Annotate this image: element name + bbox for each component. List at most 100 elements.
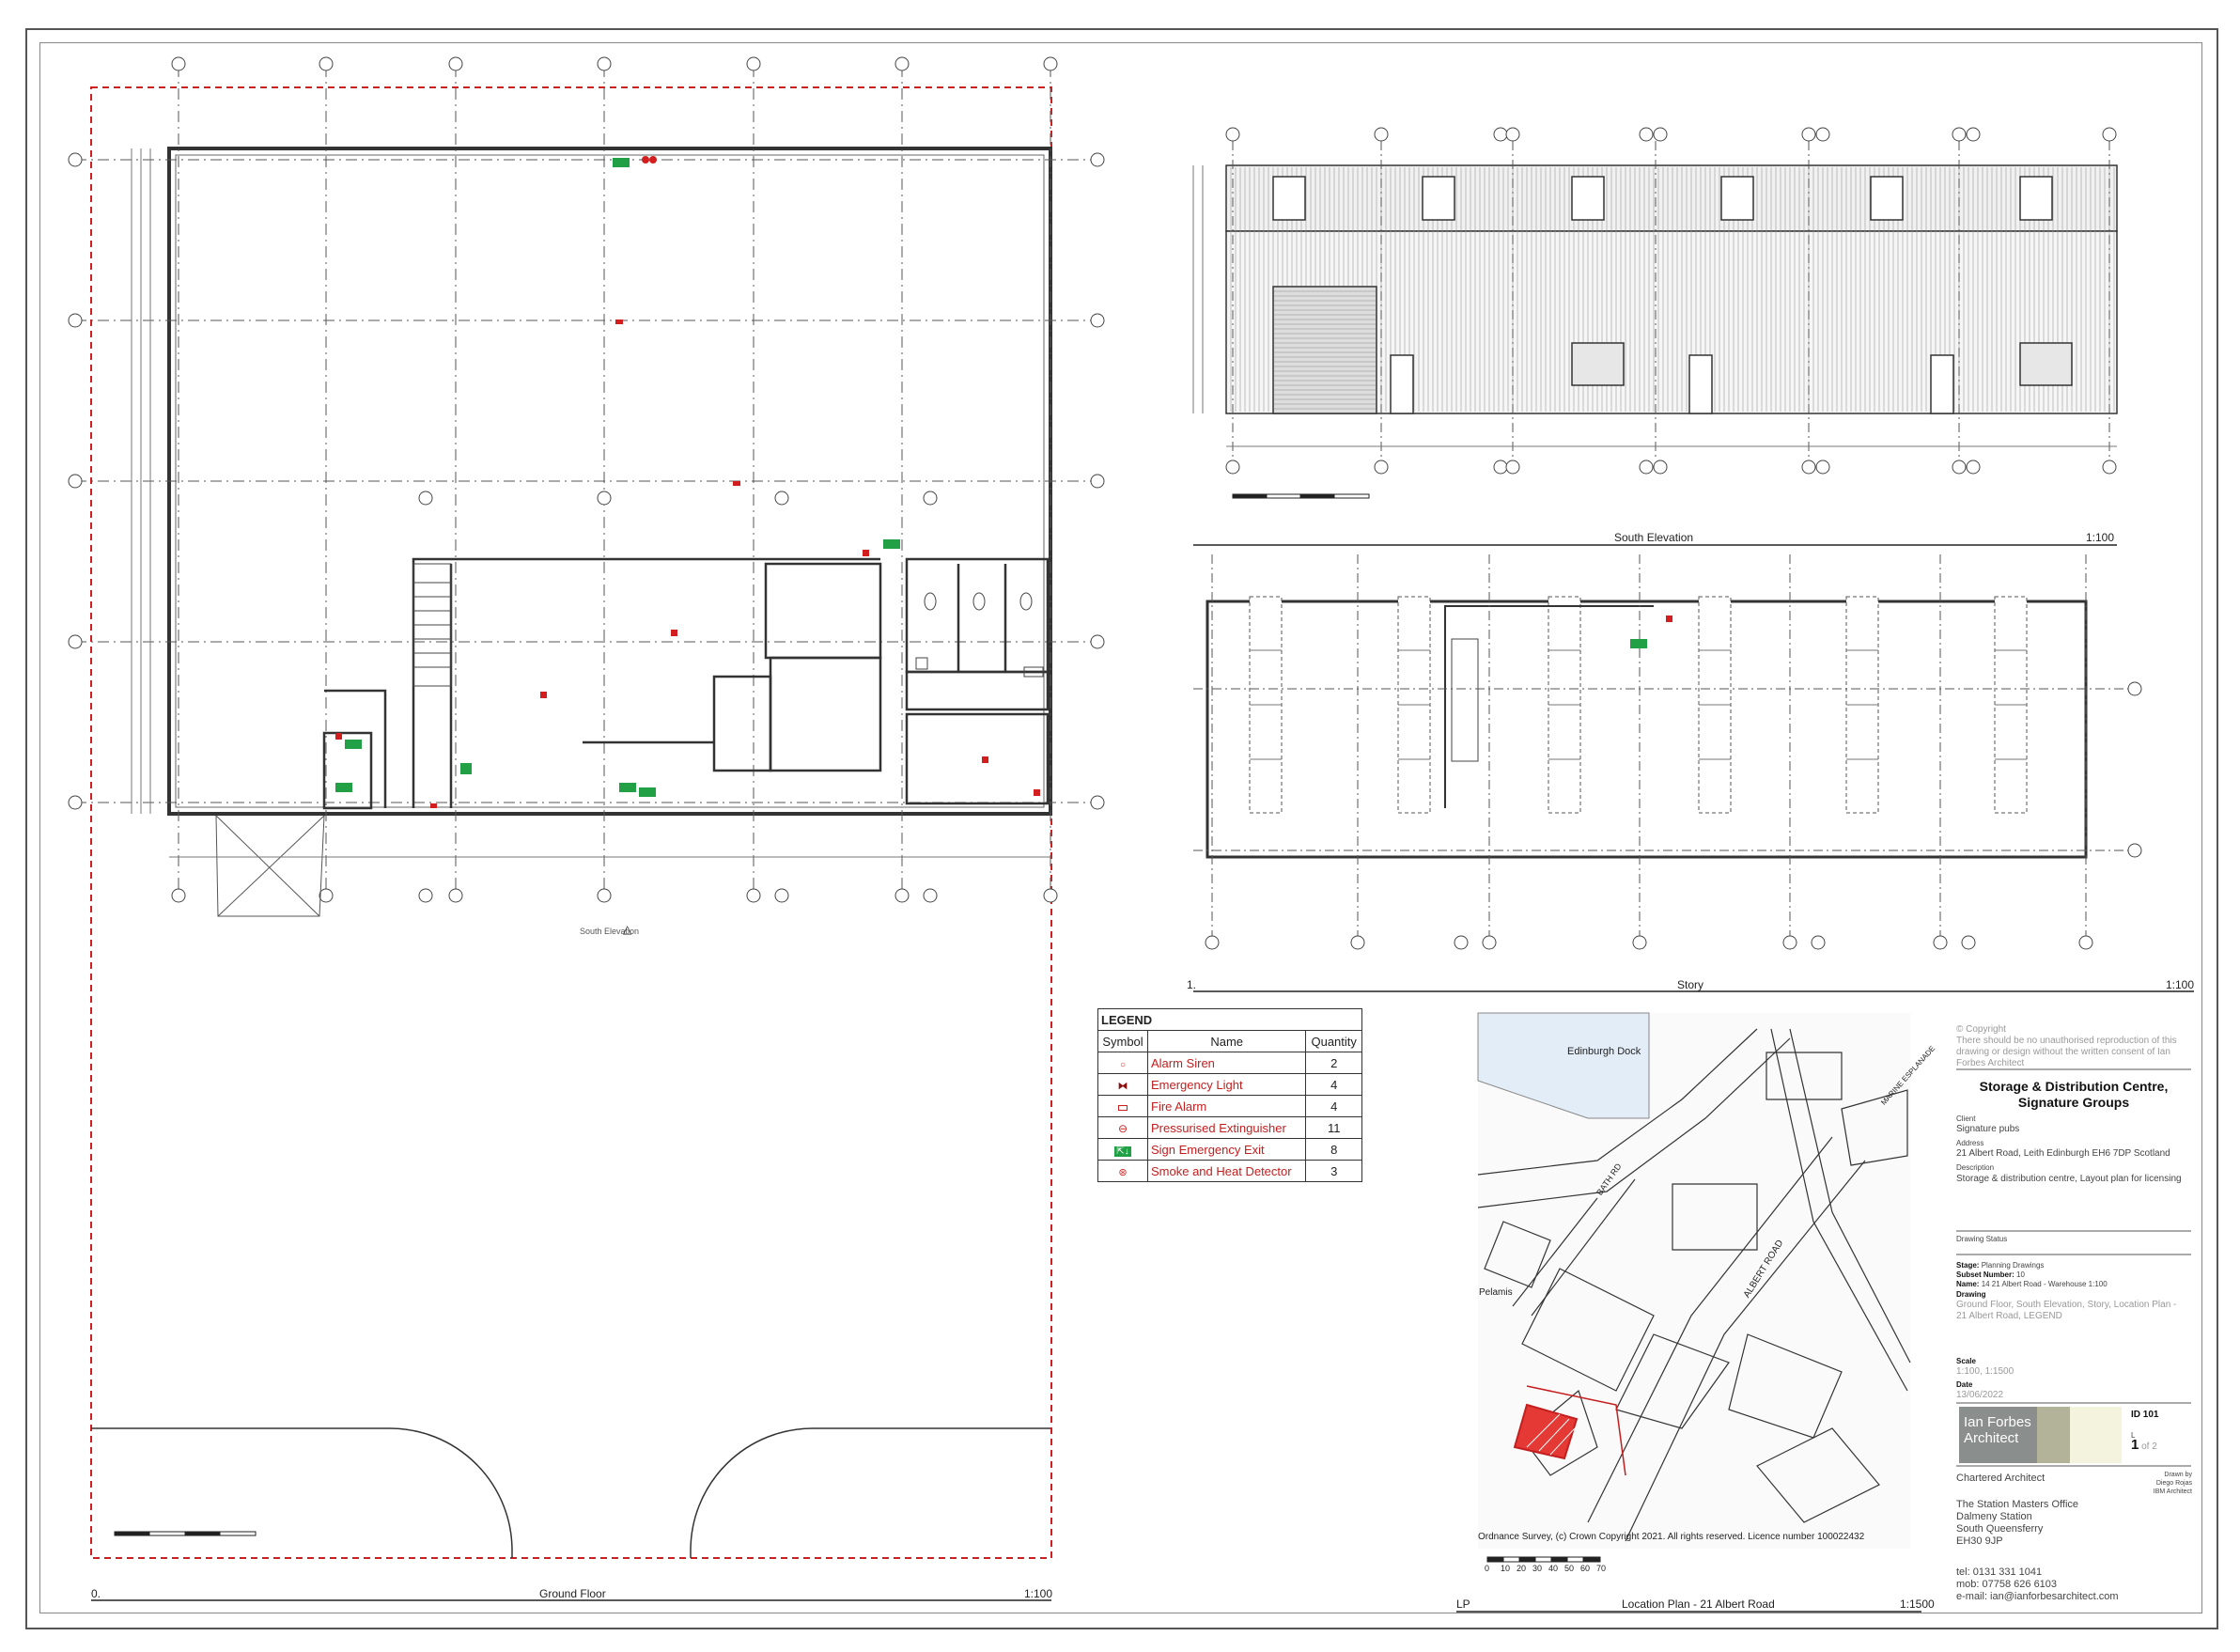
edinburgh-dock (1477, 1012, 1650, 1119)
smoke-detector-icon: ⊛ (1118, 1166, 1128, 1178)
fire-alarm-icon (1118, 1104, 1128, 1111)
south-elevation-drawing (1192, 127, 2118, 546)
map-scale-tick: 60 (1580, 1564, 1591, 1573)
map-scale-bar (1486, 1556, 1601, 1563)
car-park-curves (91, 1427, 1050, 1558)
map-scale-tick: 40 (1548, 1564, 1559, 1573)
loading-canopy (215, 815, 325, 917)
tb-status-label: Drawing Status (1956, 1235, 2008, 1243)
legend-row: ○ Alarm Siren 2 (1097, 1052, 1362, 1074)
ground-floor-number: 0. (91, 1587, 101, 1600)
tb-description-label: Description (1956, 1163, 1995, 1172)
south-elevation-title: South Elevation (1614, 531, 1694, 544)
legend-quantity: 8 (1305, 1138, 1362, 1161)
elevation-marker-icon: △ (623, 923, 632, 936)
map-label-dock: Edinburgh Dock (1567, 1046, 1641, 1057)
legend-title: LEGEND (1097, 1008, 1362, 1031)
toilet-fixtures (915, 592, 1044, 678)
emergency-light-icon: ⧓ (1117, 1080, 1128, 1092)
legend-header-quantity: Quantity (1305, 1030, 1362, 1052)
tb-name: Name: 14 21 Albert Road - Warehouse 1:10… (1956, 1280, 2108, 1288)
site-hatch (1513, 1403, 1579, 1460)
sheet-inner-border (39, 42, 2202, 1613)
tb-date-label: Date (1956, 1380, 1973, 1389)
legend-row: ⊛ Smoke and Heat Detector 3 (1097, 1160, 1362, 1182)
legend-quantity: 3 (1305, 1160, 1362, 1182)
elevation-doors (1390, 354, 1954, 414)
legend-name: Smoke and Heat Detector (1146, 1160, 1307, 1182)
tb-firm-address: The Station Masters Office Dalmeny Stati… (1956, 1499, 2079, 1547)
tb-sheet-id: ID 101 (2131, 1410, 2159, 1420)
tb-drawing: Ground Floor, South Elevation, Story, Lo… (1956, 1300, 2177, 1321)
legend-table: LEGEND Symbol Name Quantity ○ Alarm Sire… (1097, 1008, 1362, 1182)
map-label-pelamis: Pelamis (1479, 1287, 1513, 1298)
legend-header-symbol: Symbol (1097, 1030, 1148, 1052)
location-map (1477, 1012, 1911, 1563)
location-plan-title: Location Plan - 21 Albert Road (1622, 1597, 1775, 1611)
legend-name: Alarm Siren (1146, 1052, 1307, 1074)
elevation-scale-bar (1232, 493, 1370, 499)
structural-grid (75, 66, 1099, 897)
plan-exit-signs (335, 158, 900, 797)
alarm-siren-icon: ○ (1119, 1059, 1127, 1070)
tb-address: 21 Albert Road, Leith Edinburgh EH6 7DP … (1956, 1148, 2170, 1159)
logo-line-2: Architect (1964, 1430, 2019, 1446)
map-scale-tick: 20 (1517, 1564, 1527, 1573)
tb-drawn-by: Drawn by Diego Rojas IBM Architect (2153, 1472, 2192, 1495)
tb-subset: Subset Number: 10 (1956, 1270, 2025, 1279)
legend-row: ⇱↓ Sign Emergency Exit 8 (1097, 1138, 1362, 1161)
plan-safety-symbols (335, 156, 1040, 808)
ground-floor-scale: 1:100 (1024, 1587, 1053, 1600)
map-scale-tick: 30 (1532, 1564, 1543, 1573)
legend-header-name: Name (1146, 1030, 1307, 1052)
legend-row: ⊖ Pressurised Extinguisher 11 (1097, 1116, 1362, 1139)
story-plan-drawing (1193, 554, 2194, 992)
south-elevation-scale: 1:100 (2086, 531, 2115, 544)
tb-stage: Stage: Planning Drawings (1956, 1261, 2045, 1270)
tb-address-label: Address (1956, 1139, 1984, 1147)
map-scale-tick: 0 (1485, 1564, 1490, 1573)
story-number: 1. (1187, 978, 1197, 991)
tb-copyright-note: There should be no unauthorised reproduc… (1956, 1036, 2177, 1068)
stairs (412, 563, 452, 687)
tb-client: Signature pubs (1956, 1124, 2020, 1134)
tb-sheet-number: 1 of 2 (2131, 1437, 2157, 1453)
plan-scale-bar (114, 1531, 257, 1536)
legend-row: Fire Alarm 4 (1097, 1095, 1362, 1117)
site-boundary (90, 86, 1052, 1559)
tb-scale-label: Scale (1956, 1357, 1976, 1365)
logo-text: Ian Forbes Architect (1964, 1414, 2031, 1446)
roller-shutter-door (1272, 286, 1377, 414)
elevation-rooflights (1272, 176, 2053, 221)
legend-quantity: 4 (1305, 1073, 1362, 1096)
map-copyright: Ordnance Survey, (c) Crown Copyright 202… (1478, 1532, 1865, 1542)
story-title: Story (1677, 978, 1704, 991)
tb-drawing-label: Drawing (1956, 1290, 1986, 1299)
location-plan-number: LP (1456, 1597, 1470, 1611)
tb-client-label: Client (1956, 1114, 1976, 1123)
grid-bubbles (68, 56, 1105, 903)
legend-quantity: 4 (1305, 1095, 1362, 1117)
map-scale-tick: 70 (1596, 1564, 1607, 1573)
location-plan-scale: 1:1500 (1900, 1597, 1935, 1611)
logo-line-1: Ian Forbes (1964, 1414, 2031, 1430)
legend-name: Sign Emergency Exit (1146, 1138, 1307, 1161)
tb-firm: Chartered Architect (1956, 1473, 2046, 1484)
tb-date: 13/06/2022 (1956, 1390, 2004, 1400)
tb-contact: tel: 0131 331 1041 mob: 07758 626 6103 e… (1956, 1566, 2119, 1602)
tb-sheet-letter: L (2131, 1431, 2136, 1440)
tb-project-title: Storage & Distribution Centre, Signature… (1979, 1079, 2169, 1110)
tb-copyright: © Copyright (1956, 1024, 2006, 1035)
extinguisher-icon: ⊖ (1117, 1121, 1128, 1135)
email-link[interactable]: e-mail: ian@ianforbesarchitect.com (1956, 1591, 2119, 1602)
map-scale-tick: 50 (1564, 1564, 1575, 1573)
exit-sign-icon: ⇱↓ (1114, 1145, 1131, 1157)
legend-name: Fire Alarm (1146, 1095, 1307, 1117)
legend-quantity: 11 (1305, 1116, 1362, 1139)
legend-row: ⧓ Emergency Light 4 (1097, 1073, 1362, 1096)
tb-scale: 1:100, 1:1500 (1956, 1366, 2014, 1377)
legend-name: Emergency Light (1146, 1073, 1307, 1096)
elevation-louvres (1571, 342, 2073, 386)
legend-quantity: 2 (1305, 1052, 1362, 1074)
legend-name: Pressurised Extinguisher (1146, 1116, 1307, 1139)
